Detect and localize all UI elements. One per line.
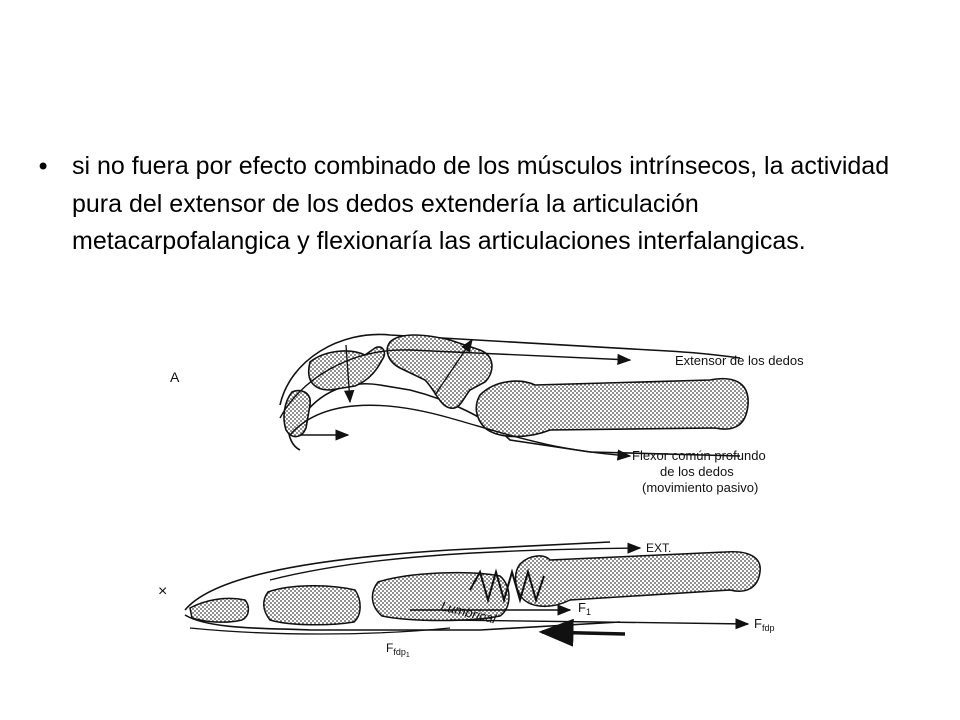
panel-b-distal-phalanx bbox=[189, 597, 250, 623]
panel-b-finger-outline bbox=[184, 541, 621, 631]
panel-a-joint-arrow-2 bbox=[434, 338, 473, 396]
panel-a-flexor-label-3: (movimiento pasivo) bbox=[642, 480, 758, 495]
panel-b-lumbrical-spring bbox=[469, 568, 545, 604]
panel-b-ffdp-arrow bbox=[449, 618, 750, 630]
panel-b-metacarpal-bone bbox=[514, 550, 761, 607]
panel-a-middle-phalanx bbox=[308, 346, 386, 391]
panel-b-ffdp1-label: Ffdp1 bbox=[386, 641, 410, 659]
panel-a-joint-arrow-1 bbox=[343, 344, 355, 404]
panel-b-proximal-phalanx bbox=[371, 571, 510, 622]
bullet-item: • si no fuera por efecto combinado de lo… bbox=[36, 148, 916, 261]
panel-b-f1-label: F1 bbox=[578, 600, 591, 617]
panel-a: A Extensor de los dedos bbox=[170, 333, 804, 495]
panel-b-bold-arrow bbox=[538, 618, 626, 647]
panel-a-flexor-label-1: Flexor común profundo bbox=[632, 448, 766, 463]
panel-b-marker: × bbox=[158, 583, 167, 600]
panel-a-extensor-arrow bbox=[279, 349, 632, 419]
panel-b-ext-arrow bbox=[269, 542, 642, 581]
panel-a-metacarpal-bone bbox=[475, 377, 749, 438]
panel-b-ext-label: EXT. bbox=[646, 541, 671, 555]
panel-b-ffdp-label: Ffdp bbox=[754, 616, 774, 633]
panel-a-marker: A bbox=[170, 369, 180, 385]
panel-a-distal-phalanx bbox=[283, 389, 311, 438]
bullet-dot-icon: • bbox=[36, 153, 51, 181]
panel-a-flexor-arrow bbox=[289, 404, 632, 461]
panel-b-ffdp1-line bbox=[189, 627, 451, 635]
finger-diagram: A Extensor de los dedos bbox=[150, 310, 890, 670]
panel-a-proximal-phalanx bbox=[386, 334, 493, 410]
panel-b-middle-phalanx bbox=[263, 585, 361, 626]
panel-a-flexor-label-2: de los dedos bbox=[660, 464, 734, 479]
panel-b: × bbox=[158, 541, 774, 659]
bullet-text: si no fuera por efecto combinado de los … bbox=[72, 152, 890, 255]
panel-a-extensor-label: Extensor de los dedos bbox=[675, 353, 804, 368]
